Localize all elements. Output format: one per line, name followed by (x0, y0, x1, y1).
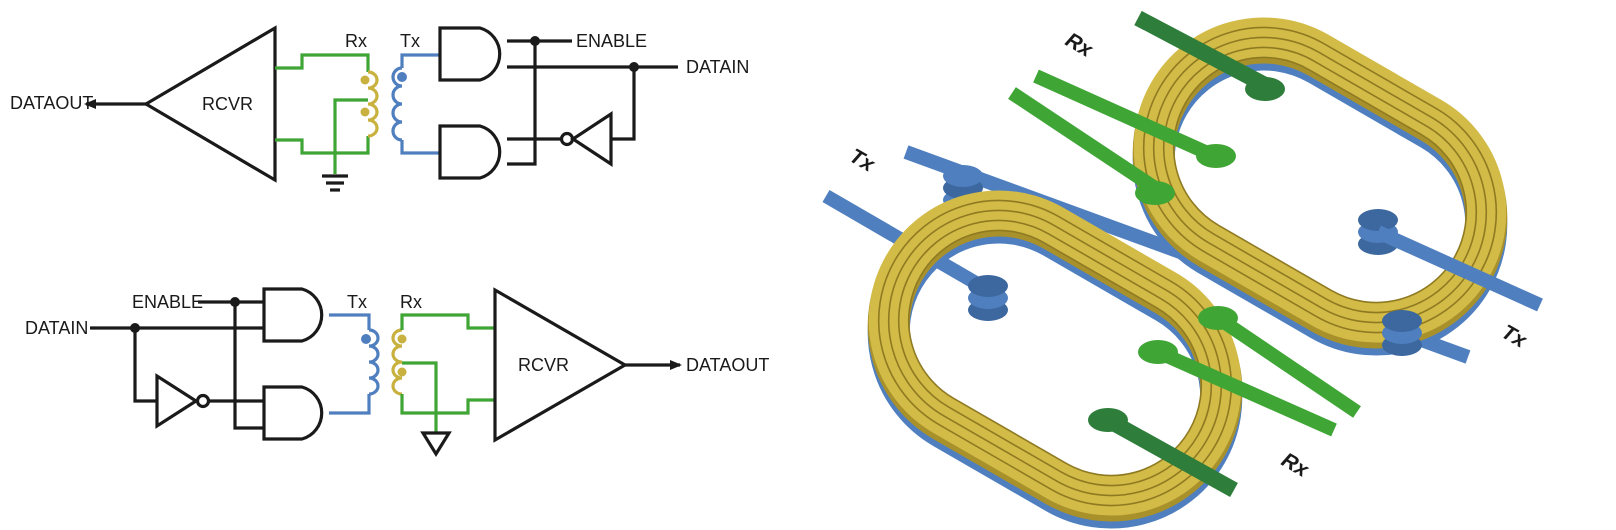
lower-rx-lead-1 (1214, 312, 1361, 418)
bottom-and-gate-2 (262, 385, 324, 441)
coil-tx-right-label: Tx (1498, 320, 1532, 353)
bottom-tx-label: Tx (347, 292, 367, 312)
lower-coil-turn-1 (887, 209, 1223, 497)
upper-rx-dark-lead (1134, 10, 1269, 93)
bottom-enable-branch (233, 302, 264, 430)
top-rx-label: Rx (345, 31, 367, 51)
bottom-receiver (493, 287, 629, 443)
bottom-tx-wire-lower (329, 394, 371, 415)
top-ground-icon (322, 174, 348, 192)
bottom-rcvr-label: RCVR (518, 355, 569, 375)
bottom-dataout-label: DATAOUT (686, 355, 769, 375)
top-rx-dot-2 (360, 107, 370, 117)
lower-rx-dark-lead (1104, 413, 1238, 497)
lower-coil-turn-4 (877, 199, 1233, 507)
top-tx-coil (391, 66, 403, 142)
bottom-rx-wire-upper (400, 313, 495, 330)
top-rx-centertap (333, 98, 368, 174)
upper-coil-assembly (903, 10, 1543, 364)
bottom-tx-wire-upper (329, 313, 371, 330)
coil-tx-left-label: Tx (846, 144, 880, 177)
top-inverter-input-wire (611, 67, 636, 141)
bottom-tx-dot (361, 334, 371, 344)
top-datain-label: DATAIN (686, 57, 749, 77)
upper-tx-lead-right (1375, 225, 1543, 312)
top-inverter (570, 111, 613, 167)
lower-tx-stack (968, 275, 1008, 321)
upper-rx-pad-1 (1196, 144, 1236, 168)
top-rcvr-label: RCVR (202, 94, 253, 114)
top-enable-label: ENABLE (576, 31, 647, 51)
top-tx-label: Tx (400, 31, 420, 51)
top-rx-wire-upper (275, 53, 370, 72)
bottom-tx-coil (368, 328, 380, 396)
top-tx-dot (397, 72, 407, 82)
top-inverter-bubble (559, 131, 575, 147)
upper-rx-lead-1 (1033, 69, 1215, 162)
top-rx-coil (367, 70, 379, 138)
upper-coil-turn-3 (1172, 56, 1468, 304)
top-circuit: DATAOUT RCVR Rx Tx ENABLE (10, 25, 749, 192)
lower-rx-dark-pad (1088, 408, 1128, 432)
upper-rx-lead-2 (1008, 87, 1159, 194)
top-and-gate-2 (438, 124, 502, 180)
bottom-enable-label: ENABLE (132, 292, 203, 312)
top-rx-dot-1 (360, 75, 370, 85)
top-tx-wire-upper (400, 53, 440, 68)
bottom-rx-centertap (402, 361, 438, 432)
bottom-inverter-input-wire (133, 328, 157, 403)
coil-rx-bottom-label: Rx (1278, 448, 1314, 482)
top-rx-wire-lower (275, 136, 370, 155)
bottom-inverter (155, 373, 199, 429)
top-dataout-label: DATAOUT (10, 93, 93, 113)
bottom-inverter-bubble (195, 393, 211, 409)
bottom-rx-dot-2 (397, 367, 407, 377)
top-tx-wire-lower (400, 140, 440, 155)
upper-rx-dark-pad (1245, 77, 1285, 101)
bottom-datain-label: DATAIN (25, 318, 88, 338)
bottom-rx-label: Rx (400, 292, 422, 312)
bottom-ground-icon (420, 431, 452, 458)
bottom-circuit: ENABLE DATAIN Tx Rx RCVR DATAOUT (25, 287, 769, 458)
lower-coil-assembly (822, 189, 1361, 529)
coil-rx-top-label: Rx (1062, 28, 1098, 62)
coil-3d-illustration: Rx Tx Tx Rx (822, 10, 1543, 529)
lower-coil-turn-3 (907, 229, 1203, 477)
lower-rx-pad-2 (1138, 340, 1178, 364)
top-receiver (142, 25, 277, 183)
top-and-gate-1 (438, 26, 502, 82)
bottom-rx-wire-lower (400, 394, 495, 415)
upper-coil-turn-2 (1162, 46, 1478, 314)
upper-tx-stack-bottom (1382, 310, 1422, 356)
bottom-rx-dot-1 (397, 334, 407, 344)
upper-rx-pad-2 (1135, 181, 1175, 205)
lower-coil-turn-2 (897, 219, 1213, 487)
lower-rx-lead-2 (1155, 345, 1337, 437)
bottom-and-gate-1 (262, 287, 324, 343)
top-enable-branch (507, 41, 537, 166)
lower-rx-pad-1 (1198, 306, 1238, 330)
